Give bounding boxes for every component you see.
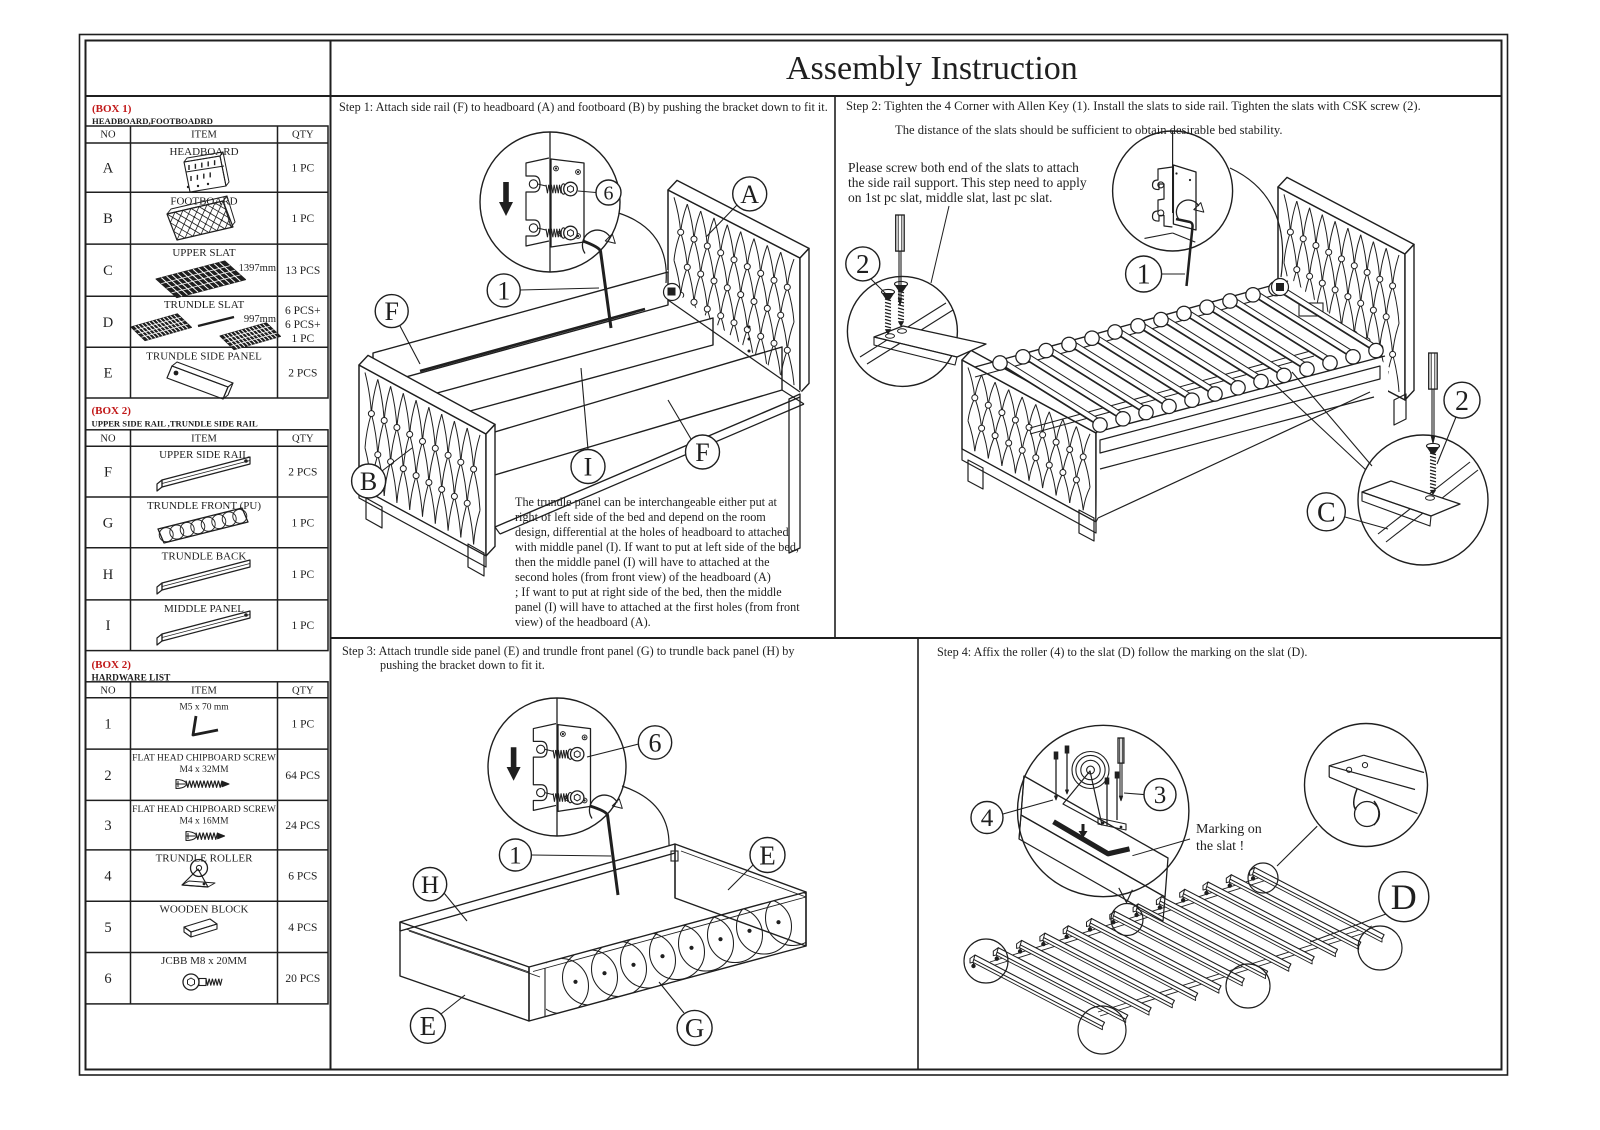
svg-text:UPPER SIDE RAIL: UPPER SIDE RAIL xyxy=(159,449,249,461)
svg-text:WOODEN BLOCK: WOODEN BLOCK xyxy=(160,904,249,916)
svg-text:MIDDLE PANEL: MIDDLE PANEL xyxy=(164,603,244,615)
svg-text:E: E xyxy=(104,366,113,382)
svg-text:1 PC: 1 PC xyxy=(291,163,314,175)
svg-text:G: G xyxy=(685,1013,705,1043)
svg-text:TRUNDLE BACK: TRUNDLE BACK xyxy=(162,551,247,563)
svg-text:G: G xyxy=(103,515,114,531)
svg-text:2: 2 xyxy=(1455,386,1469,417)
svg-text:E: E xyxy=(759,840,776,870)
svg-text:64 PCS: 64 PCS xyxy=(285,770,320,782)
svg-text:F: F xyxy=(104,465,112,481)
svg-text:A: A xyxy=(740,180,759,209)
svg-text:TRUNDLE FRONT (PU): TRUNDLE FRONT (PU) xyxy=(147,500,261,512)
svg-text:997mm: 997mm xyxy=(244,314,276,325)
svg-text:1 PC: 1 PC xyxy=(291,719,314,731)
svg-text:H: H xyxy=(103,567,114,583)
svg-text:QTY: QTY xyxy=(292,434,314,445)
svg-text:UPPER SLAT: UPPER SLAT xyxy=(172,247,236,259)
svg-text:FLAT HEAD CHIPBOARD SCREW: FLAT HEAD CHIPBOARD SCREW xyxy=(132,805,276,815)
svg-text:F: F xyxy=(695,438,709,467)
svg-text:M5 x 70 mm: M5 x 70 mm xyxy=(179,702,229,712)
svg-text:20 PCS: 20 PCS xyxy=(285,973,320,985)
svg-text:2 PCS: 2 PCS xyxy=(288,368,317,380)
svg-text:HEADBOARD: HEADBOARD xyxy=(169,146,238,158)
svg-text:ITEM: ITEM xyxy=(191,130,217,141)
svg-text:6 PCS+: 6 PCS+ xyxy=(285,319,321,331)
svg-text:QTY: QTY xyxy=(292,130,314,141)
svg-text:B: B xyxy=(360,467,377,496)
svg-text:6 PCS+: 6 PCS+ xyxy=(285,305,321,317)
svg-text:1: 1 xyxy=(1137,260,1151,291)
svg-text:1397mm: 1397mm xyxy=(239,263,276,274)
svg-text:2 PCS: 2 PCS xyxy=(288,467,317,479)
svg-text:2: 2 xyxy=(856,249,870,279)
svg-text:6: 6 xyxy=(604,182,614,204)
svg-text:1: 1 xyxy=(497,276,510,305)
svg-text:6 PCS: 6 PCS xyxy=(288,871,317,883)
svg-text:D: D xyxy=(103,315,113,331)
svg-text:1: 1 xyxy=(104,717,111,733)
svg-text:(BOX 1): (BOX 1) xyxy=(92,103,132,115)
svg-text:HARDWARE LIST: HARDWARE LIST xyxy=(92,674,172,684)
svg-text:HEADBOARD,FOOTBOADRD: HEADBOARD,FOOTBOADRD xyxy=(92,116,213,126)
svg-text:QTY: QTY xyxy=(292,686,314,697)
svg-text:NO: NO xyxy=(100,686,116,697)
svg-text:M4 x 16MM: M4 x 16MM xyxy=(179,816,229,826)
svg-text:I: I xyxy=(584,453,593,482)
svg-text:(BOX 2): (BOX 2) xyxy=(92,659,132,671)
svg-text:5: 5 xyxy=(104,920,111,936)
svg-text:1 PC: 1 PC xyxy=(291,213,314,225)
svg-text:24 PCS: 24 PCS xyxy=(285,820,320,832)
svg-text:1 PC: 1 PC xyxy=(291,517,314,529)
svg-text:TRUNDLE ROLLER: TRUNDLE ROLLER xyxy=(156,852,254,864)
svg-text:F: F xyxy=(384,297,398,326)
svg-text:C: C xyxy=(103,263,113,279)
svg-text:TRUNDLE SIDE PANEL: TRUNDLE SIDE PANEL xyxy=(146,350,262,362)
svg-text:6: 6 xyxy=(104,971,111,987)
svg-text:D: D xyxy=(1391,877,1417,917)
svg-text:2: 2 xyxy=(104,768,111,784)
svg-text:M4 x 32MM: M4 x 32MM xyxy=(179,765,229,775)
svg-text:NO: NO xyxy=(100,130,116,141)
svg-text:3: 3 xyxy=(104,818,111,834)
svg-text:4: 4 xyxy=(104,869,112,885)
svg-text:13 PCS: 13 PCS xyxy=(285,265,320,277)
svg-text:TRUNDLE SLAT: TRUNDLE SLAT xyxy=(164,299,245,311)
svg-text:I: I xyxy=(106,618,111,634)
svg-text:ITEM: ITEM xyxy=(191,686,217,697)
svg-text:C: C xyxy=(1317,498,1336,529)
svg-text:(BOX 2): (BOX 2) xyxy=(92,405,132,417)
svg-text:1: 1 xyxy=(509,843,522,870)
svg-text:ITEM: ITEM xyxy=(191,434,217,445)
svg-text:1 PC: 1 PC xyxy=(291,620,314,632)
svg-text:JCBB M8 x 20MM: JCBB M8 x 20MM xyxy=(161,955,247,967)
svg-text:1 PC: 1 PC xyxy=(291,569,314,581)
svg-text:3: 3 xyxy=(1154,782,1167,809)
svg-text:A: A xyxy=(103,161,114,177)
svg-text:UPPER SIDE RAIL ,TRUNDLE SIDE: UPPER SIDE RAIL ,TRUNDLE SIDE RAIL xyxy=(92,419,258,429)
svg-text:FLAT HEAD CHIPBOARD SCREW: FLAT HEAD CHIPBOARD SCREW xyxy=(132,754,276,764)
svg-text:1 PC: 1 PC xyxy=(291,333,314,345)
svg-text:E: E xyxy=(420,1011,437,1041)
svg-text:B: B xyxy=(103,211,113,227)
svg-text:H: H xyxy=(421,872,439,899)
svg-text:6: 6 xyxy=(649,729,662,758)
svg-text:4: 4 xyxy=(981,805,994,832)
svg-text:NO: NO xyxy=(100,434,116,445)
svg-text:4 PCS: 4 PCS xyxy=(288,922,317,934)
